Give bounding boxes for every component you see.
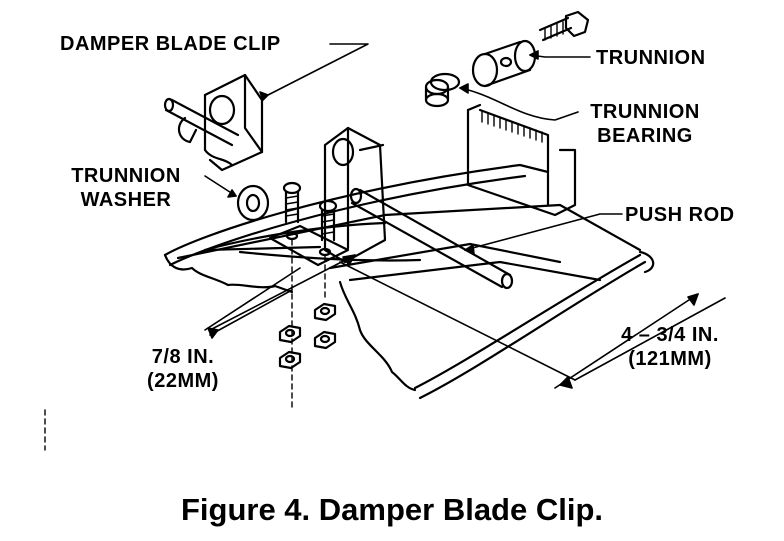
dimension-4-3-4-in — [339, 261, 726, 389]
trunnion-part — [471, 39, 537, 88]
damper-blade-clip-part — [163, 73, 264, 172]
leader-lines — [204, 43, 623, 255]
damper-blade — [163, 163, 655, 400]
label-trunnion-washer-line2: WASHER — [80, 189, 172, 211]
trunnion-bearing-part — [424, 72, 461, 108]
label-push-rod: PUSH ROD — [625, 204, 735, 226]
label-trunnion-washer: TRUNNION WASHER — [56, 164, 196, 212]
label-trunnion-bearing-line2: BEARING — [597, 125, 693, 147]
label-trunnion-bearing: TRUNNION BEARING — [580, 100, 710, 148]
label-dimension-right-line2: (121MM) — [628, 348, 712, 370]
assembly-centerlines — [44, 239, 326, 451]
mounting-bracket — [268, 126, 387, 267]
bracket-screws — [282, 181, 338, 242]
label-trunnion-washer-line1: TRUNNION — [71, 165, 181, 187]
dimension-7-8-in — [204, 254, 356, 339]
label-dimension-left: 7/8 IN. (22MM) — [128, 345, 238, 393]
trunnion-washer — [236, 184, 270, 222]
hex-nuts — [278, 302, 337, 370]
figure-caption: Figure 4. Damper Blade Clip. — [180, 492, 604, 527]
push-rod — [349, 187, 514, 290]
label-damper-blade-clip: DAMPER BLADE CLIP — [60, 33, 281, 55]
label-dimension-right-line1: 4 – 3/4 IN. — [621, 324, 719, 346]
label-dimension-left-line1: 7/8 IN. — [151, 346, 215, 368]
label-dimension-left-line2: (22MM) — [147, 370, 219, 392]
label-trunnion-bearing-line1: TRUNNION — [590, 101, 700, 123]
rear-channel — [466, 103, 577, 217]
label-dimension-right: 4 – 3/4 IN. (121MM) — [605, 323, 735, 371]
trunnion-screw-part — [538, 10, 590, 42]
label-trunnion: TRUNNION — [596, 47, 706, 69]
